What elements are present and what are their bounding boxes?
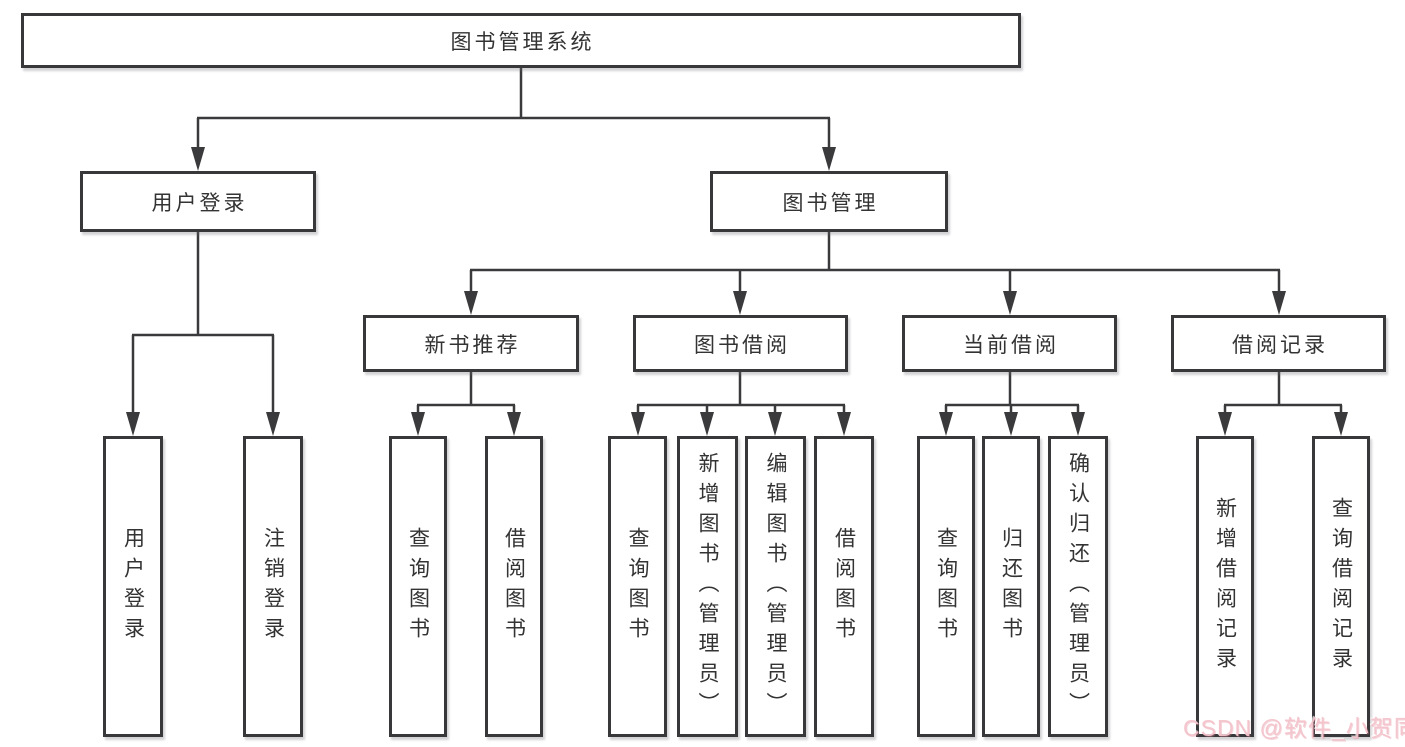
- leaf-current-confirm-return-admin: 确认归还（管理员）: [1048, 436, 1108, 737]
- node-root: 图书管理系统: [21, 13, 1021, 68]
- leaf-current-return-books: 归还图书: [982, 436, 1040, 737]
- leaf-newbook-query-books: 查询图书: [389, 436, 447, 737]
- leaf-borrowing-add-books-admin: 新增图书（管理员）: [677, 436, 738, 737]
- node-new-book-recommendation: 新书推荐: [363, 315, 579, 372]
- node-user-login: 用户登录: [80, 171, 316, 232]
- leaf-borrowing-query-books: 查询图书: [608, 436, 667, 737]
- leaf-borrowing-edit-books-admin: 编辑图书（管理员）: [745, 436, 806, 737]
- node-book-management: 图书管理: [710, 171, 948, 232]
- leaf-logout: 注销登录: [243, 436, 303, 737]
- leaf-current-query-books: 查询图书: [917, 436, 975, 737]
- node-book-borrowing: 图书借阅: [633, 315, 848, 372]
- node-current-borrowing: 当前借阅: [902, 315, 1117, 372]
- watermark: CSDN @软件_小贺同学: [1183, 715, 1405, 741]
- node-borrowing-records: 借阅记录: [1171, 315, 1386, 372]
- leaf-user-login: 用户登录: [103, 436, 163, 737]
- leaf-records-add-record: 新增借阅记录: [1196, 436, 1254, 737]
- leaf-newbook-borrow-books: 借阅图书: [485, 436, 543, 737]
- leaf-records-query-record: 查询借阅记录: [1312, 436, 1370, 737]
- leaf-borrowing-borrow-books: 借阅图书: [814, 436, 874, 737]
